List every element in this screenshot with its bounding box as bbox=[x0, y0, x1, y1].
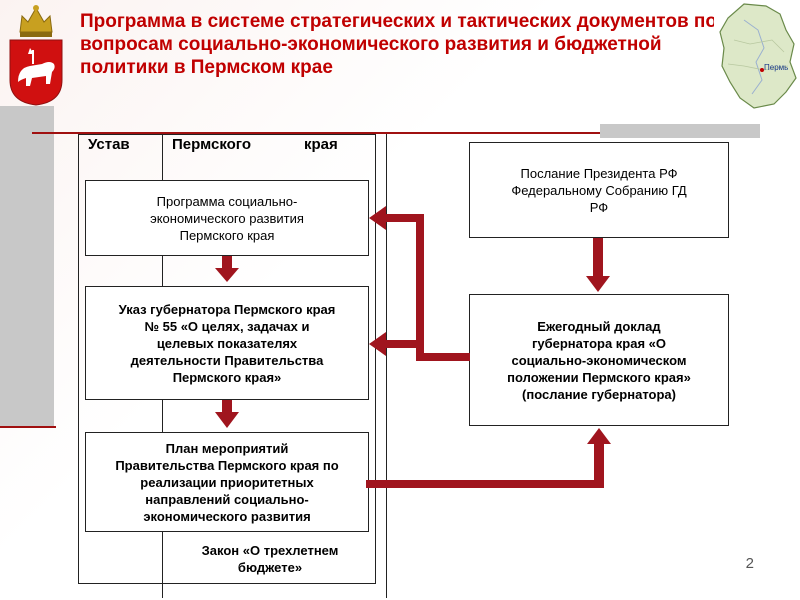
ustav-outer-line bbox=[386, 134, 387, 598]
header-divider bbox=[32, 132, 760, 134]
ustav-frame bbox=[78, 134, 376, 584]
page-title: Программа в системе стратегических и так… bbox=[80, 11, 717, 78]
action-plan-box: План мероприятий Правительства Пермского… bbox=[85, 432, 369, 532]
coat-of-arms-icon bbox=[6, 2, 66, 106]
top-right-gray-bar bbox=[600, 124, 760, 138]
budget-law-label: Закон «О трехлетнем бюджете» bbox=[201, 543, 339, 575]
ustav-heading-1: Устав bbox=[88, 136, 130, 153]
page-number: 2 bbox=[745, 555, 754, 572]
ustav-heading-3: края bbox=[304, 136, 338, 153]
arrow-report-to-left bbox=[369, 206, 470, 361]
president-address-box: Послание Президента РФ Федеральному Собр… bbox=[469, 142, 729, 238]
ustav-heading-2: Пермского bbox=[172, 136, 252, 153]
arrow-program-to-decree bbox=[215, 256, 239, 282]
arrow-president-to-report bbox=[586, 238, 610, 292]
left-gray-bar bbox=[0, 106, 54, 426]
region-map-icon: Пермь bbox=[714, 0, 800, 112]
arrow-plan-to-report bbox=[366, 428, 611, 488]
program-box: Программа социально- экономического разв… bbox=[85, 180, 369, 256]
decree-box: Указ губернатора Пермского края № 55 «О … bbox=[85, 286, 369, 400]
left-divider bbox=[0, 426, 56, 428]
arrow-decree-to-plan bbox=[215, 400, 239, 428]
map-city-label: Пермь bbox=[764, 63, 789, 72]
governor-report-box: Ежегодный доклад губернатора края «О соц… bbox=[469, 294, 729, 426]
